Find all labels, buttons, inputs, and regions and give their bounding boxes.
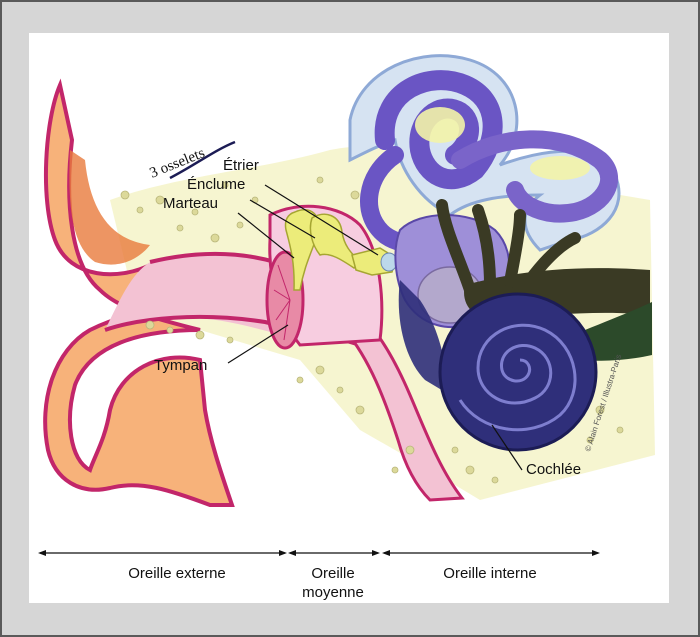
arrow-heads — [38, 550, 600, 556]
vestibular-dark-shade — [398, 280, 450, 395]
enclume-label: Énclume — [187, 176, 245, 193]
tympan-label: Tympan — [154, 357, 207, 374]
region-moyenne-label-2: moyenne — [302, 584, 364, 601]
cochlea — [438, 292, 598, 452]
region-externe-label: Oreille externe — [128, 565, 226, 582]
marteau-label: Marteau — [163, 195, 218, 212]
etrier-label: Étrier — [223, 157, 259, 174]
region-interne-label: Oreille interne — [443, 565, 536, 582]
cochlee-label: Cochlée — [526, 461, 581, 478]
pinna-shade — [69, 150, 150, 265]
canal-lumen-2 — [530, 156, 590, 180]
semicircular-canal-posterior — [451, 130, 619, 223]
semicircular-canal-superior — [374, 70, 503, 190]
canal-lumen-1 — [415, 107, 465, 143]
region-moyenne-label-1: Oreille — [311, 565, 354, 582]
facial-nerve — [585, 302, 652, 361]
nerve-branches — [436, 199, 581, 296]
osselets-brace — [169, 140, 236, 180]
leader-lines — [227, 184, 523, 471]
eardrum-rays — [273, 264, 291, 341]
ear-canal-upper-wall — [149, 251, 276, 264]
eustachian-tube — [342, 318, 465, 502]
cochlea-spiral — [458, 323, 577, 432]
